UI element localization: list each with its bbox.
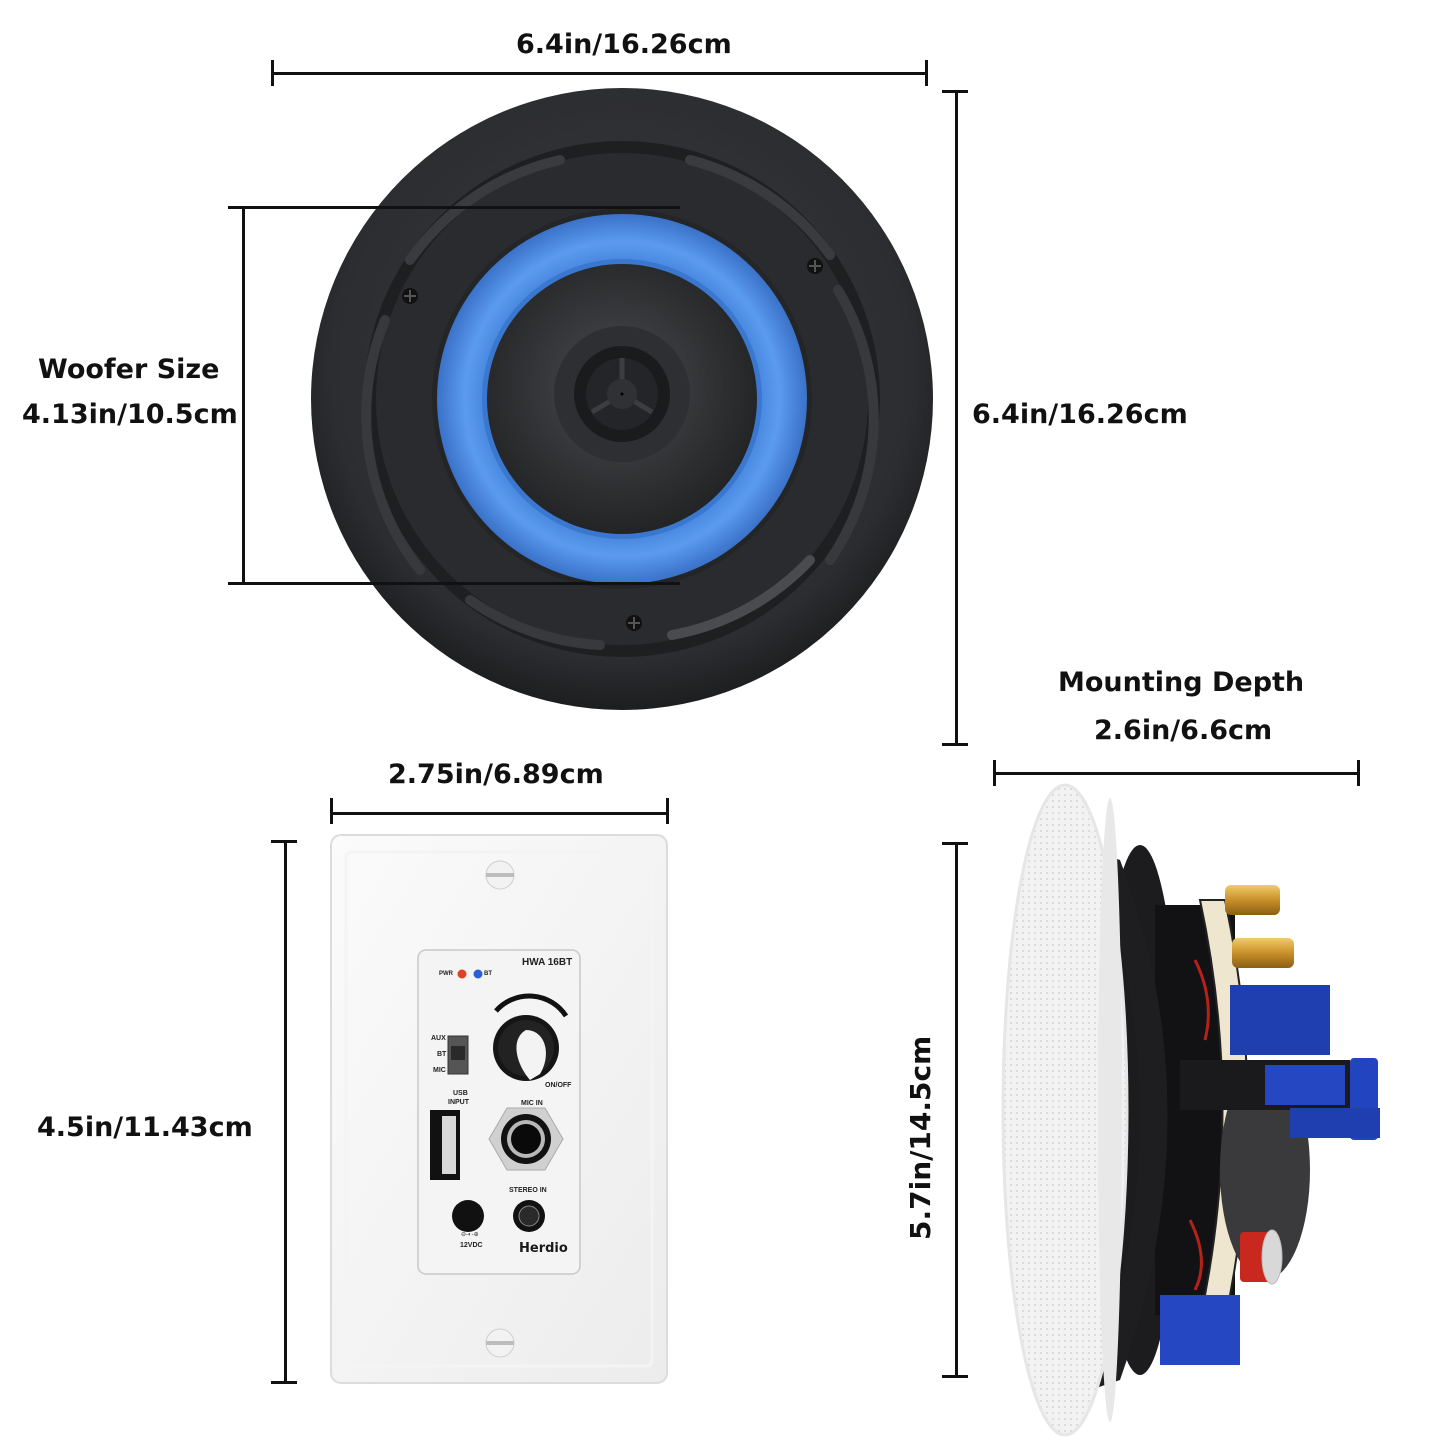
dc-polarity-icon: ⊖-◐-⊕ bbox=[461, 1232, 479, 1238]
side-height-line bbox=[955, 842, 958, 1377]
screw-icon bbox=[402, 288, 418, 304]
woofer-size-bottom-line bbox=[228, 582, 680, 585]
bt-led bbox=[473, 969, 483, 979]
baffle-slot bbox=[465, 595, 605, 650]
baffle-slot bbox=[667, 555, 815, 640]
woofer-size-line bbox=[242, 206, 245, 584]
mounting-clamp bbox=[1265, 1065, 1345, 1105]
switch-label-mic: MIC bbox=[433, 1067, 446, 1074]
mic-in-jack-hole bbox=[511, 1124, 541, 1154]
speaker-height-line bbox=[955, 90, 958, 745]
stereo-in-label: STEREO IN bbox=[509, 1187, 547, 1194]
speaker-height-label: 6.4in/16.26cm bbox=[972, 399, 1188, 430]
usb-label-line2: INPUT bbox=[448, 1099, 469, 1106]
wire bbox=[1188, 1219, 1203, 1291]
speaker-width-tick-right bbox=[925, 60, 928, 86]
mounting-depth-tick-right bbox=[1357, 760, 1360, 786]
side-height-tick-bottom bbox=[942, 1375, 968, 1378]
speaker-height-tick-bottom bbox=[942, 743, 968, 746]
woofer-size-title: Woofer Size bbox=[38, 354, 220, 385]
plate-height-tick-top bbox=[271, 840, 297, 843]
baffle-slot bbox=[685, 155, 835, 260]
mounting-depth-title: Mounting Depth bbox=[1058, 667, 1305, 698]
plate-screw-bottom-icon bbox=[485, 1328, 515, 1358]
mounting-clamp-lower bbox=[1290, 1108, 1380, 1138]
stereo-in-jack-hole bbox=[518, 1205, 540, 1227]
plate-width-tick-right bbox=[666, 798, 669, 824]
knob-label: ON/OFF bbox=[545, 1082, 572, 1089]
mounting-depth-value: 2.6in/6.6cm bbox=[1094, 715, 1273, 746]
baffle-slot bbox=[405, 155, 565, 265]
usb-label-line1: USB bbox=[453, 1090, 468, 1097]
dc-voltage-label: 12VDC bbox=[460, 1242, 483, 1249]
baffle-slot bbox=[361, 315, 425, 575]
wall-plate-amplifier bbox=[330, 834, 668, 1384]
dc-power-jack bbox=[452, 1200, 484, 1232]
screw-icon bbox=[807, 258, 823, 274]
plate-height-label: 4.5in/11.43cm bbox=[37, 1112, 253, 1143]
crossover-coil-end bbox=[1261, 1229, 1283, 1285]
volume-arc-icon bbox=[494, 993, 569, 1018]
pwr-led-label: PWR bbox=[439, 971, 453, 977]
switch-label-bt: BT bbox=[437, 1051, 447, 1058]
mic-in-label: MIC IN bbox=[521, 1100, 543, 1107]
plate-screw-top-icon bbox=[485, 860, 515, 890]
usb-port-tongue bbox=[442, 1116, 456, 1174]
speaker-grille-edge bbox=[1098, 798, 1122, 1422]
mounting-depth-tick-left bbox=[993, 760, 996, 786]
speaker-height-tick-top bbox=[942, 90, 968, 93]
volume-knob-pointer bbox=[516, 1030, 546, 1080]
wire bbox=[1193, 959, 1210, 1041]
speaker-grille bbox=[1001, 783, 1129, 1437]
tweeter-dot bbox=[620, 392, 624, 396]
source-selector-slider bbox=[451, 1046, 465, 1060]
switch-label-aux: AUX bbox=[431, 1035, 446, 1042]
brand-logo: Herdio bbox=[519, 1241, 568, 1256]
speaker-width-line bbox=[272, 72, 927, 75]
speaker-width-label: 6.4in/16.26cm bbox=[516, 29, 732, 60]
side-height-tick-top bbox=[942, 842, 968, 845]
plate-height-line bbox=[284, 840, 287, 1383]
mounting-depth-line bbox=[995, 772, 1359, 775]
plate-width-line bbox=[331, 812, 668, 815]
speaker-magnet bbox=[1220, 1060, 1310, 1280]
bt-led-label: BT bbox=[484, 971, 492, 977]
plate-height-tick-bottom bbox=[271, 1381, 297, 1384]
screw-icon bbox=[626, 615, 642, 631]
plate-width-label: 2.75in/6.89cm bbox=[388, 759, 604, 790]
terminal-gold-bottom bbox=[1232, 938, 1294, 968]
plate-bevel bbox=[344, 850, 654, 1368]
mounting-bracket-bottom bbox=[1160, 1295, 1240, 1365]
mounting-bracket bbox=[1230, 985, 1330, 1055]
speaker-width-tick-left bbox=[271, 60, 274, 86]
pwr-led bbox=[457, 969, 467, 979]
model-label: HWA 16BT bbox=[522, 957, 573, 968]
speaker-frame-ring bbox=[1090, 850, 1168, 1390]
woofer-size-top-line bbox=[228, 206, 680, 209]
baffle-slot bbox=[825, 285, 879, 565]
plate-width-tick-left bbox=[330, 798, 333, 824]
woofer-size-value: 4.13in/10.5cm bbox=[22, 399, 238, 430]
terminal-gold-top bbox=[1225, 885, 1280, 915]
